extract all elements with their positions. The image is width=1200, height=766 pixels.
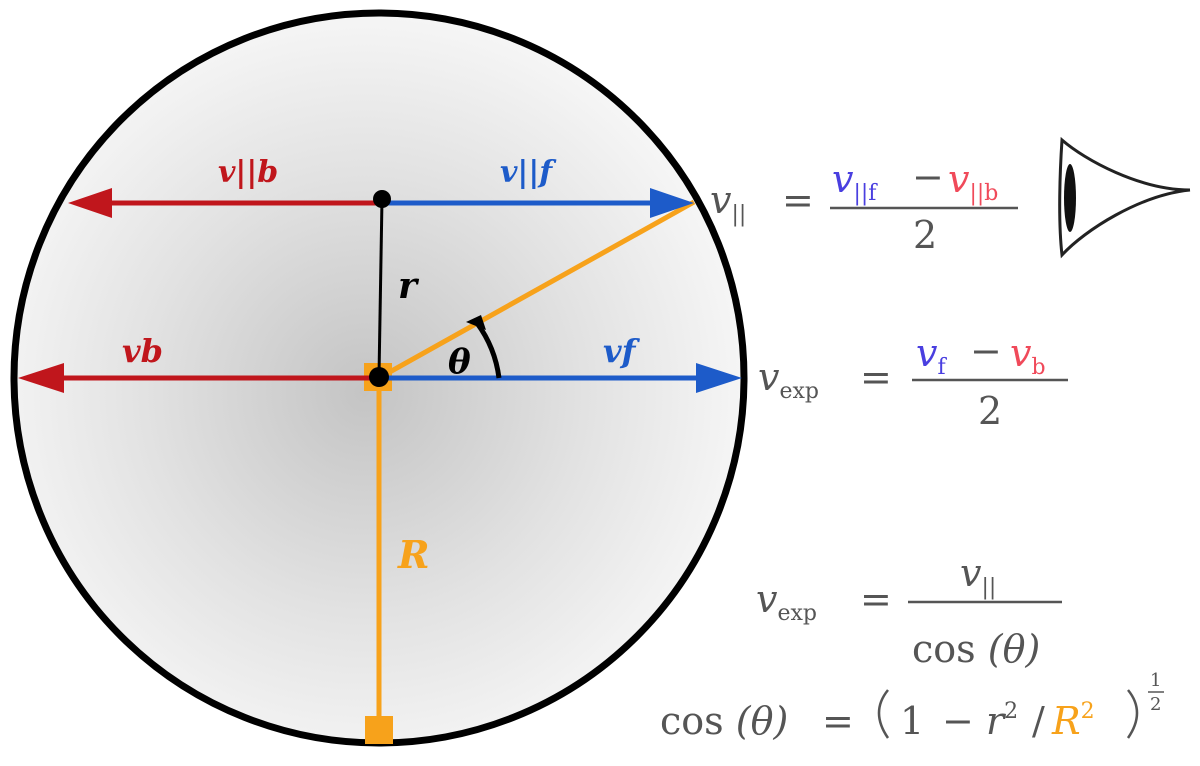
eq2-minus: − xyxy=(970,329,1002,373)
equation-v-par: v|| = v||f − v||b 2 xyxy=(710,155,1018,257)
bottom-square-marker xyxy=(365,716,393,744)
eq4-right-paren xyxy=(1126,689,1139,739)
eq4-exp-den: 2 xyxy=(1150,694,1161,715)
eq2-equals: = xyxy=(860,355,892,399)
eq3-lhs: vexp xyxy=(756,577,817,626)
eq4-minus: − xyxy=(942,699,974,743)
equation-v-exp-difference: vexp = vf − vb 2 xyxy=(758,329,1068,433)
label-v-b: vb xyxy=(122,332,163,370)
eq4-R: R2 xyxy=(1051,699,1095,743)
eq4-r: r2 xyxy=(986,699,1018,743)
label-v-f: vf xyxy=(603,332,641,370)
eq3-num: v|| xyxy=(960,551,996,600)
label-theta: θ xyxy=(448,342,471,382)
eq1-den: 2 xyxy=(913,213,937,257)
eq4-one: 1 xyxy=(900,699,924,743)
eq1-num-b: v||b xyxy=(948,157,998,206)
upper-point xyxy=(373,190,391,208)
theta-arc-head xyxy=(466,315,486,330)
eq1-num-a: v||f xyxy=(832,157,878,206)
equation-v-exp-cos: vexp = v|| cos (θ) xyxy=(756,551,1062,671)
eq4-exp-num: 1 xyxy=(1150,670,1161,691)
arrow-v-par-b-head xyxy=(68,188,112,218)
r-line xyxy=(377,198,384,377)
eq4-equals: = xyxy=(822,699,854,743)
arrow-v-f-head xyxy=(696,363,742,393)
eq2-num-b: vb xyxy=(1010,331,1046,380)
label-R: R xyxy=(397,532,430,577)
center-point xyxy=(369,367,389,387)
eq2-lhs: vexp xyxy=(758,355,819,404)
eq1-lhs: v|| xyxy=(710,178,746,227)
eq1-minus: − xyxy=(912,155,944,199)
eq4-slash: / xyxy=(1032,699,1045,743)
eq3-den: cos (θ) xyxy=(912,627,1040,671)
eq3-equals: = xyxy=(860,577,892,621)
label-v-par-f: v||f xyxy=(500,155,557,190)
arrow-v-par-f-head xyxy=(650,188,694,218)
eq4-lhs: cos (θ) xyxy=(660,699,788,743)
radius-theta-line xyxy=(377,199,696,381)
label-v-par-b: v||b xyxy=(218,155,278,190)
eq1-equals: = xyxy=(782,178,814,222)
equation-cos-theta: cos (θ) = 1 − r2 / R2 1 2 xyxy=(660,670,1164,743)
label-r: r xyxy=(398,265,420,307)
eq2-num-a: vf xyxy=(916,331,947,380)
arrow-v-b-head xyxy=(18,363,64,393)
eye-icon xyxy=(1058,136,1191,259)
eq4-left-paren xyxy=(877,689,890,739)
eq2-den: 2 xyxy=(978,389,1002,433)
